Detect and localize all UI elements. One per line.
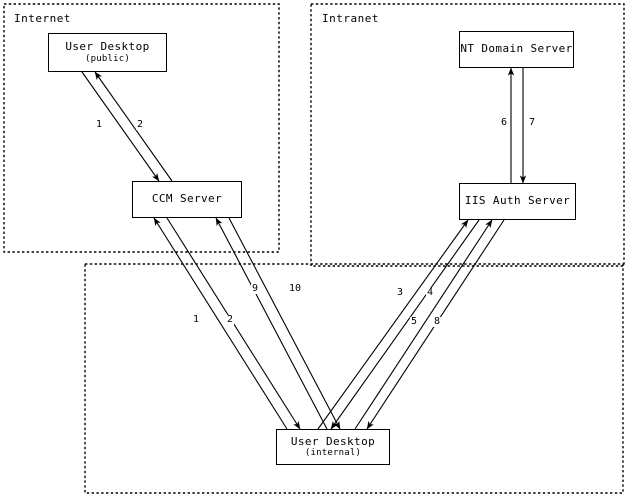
node-nt-domain-server[interactable]: NT Domain Server — [459, 31, 574, 68]
zone-intranet-box — [310, 3, 625, 267]
edge-1b-line — [153, 217, 288, 430]
node-user-desktop-public-subtitle: (public) — [85, 53, 130, 64]
edge-label-4: 4 — [426, 287, 435, 298]
node-user-desktop-internal[interactable]: User Desktop (internal) — [276, 429, 390, 465]
zone-internal-box — [84, 263, 624, 494]
edge-label-2: 2 — [136, 119, 145, 130]
edge-label-1: 1 — [95, 119, 104, 130]
edge-lines — [81, 67, 527, 430]
node-iis-auth-server[interactable]: IIS Auth Server — [459, 183, 576, 220]
node-ccm-server[interactable]: CCM Server — [132, 181, 242, 218]
node-iis-auth-server-title: IIS Auth Server — [464, 194, 571, 208]
edge-5-line — [354, 219, 493, 430]
node-user-desktop-public-title: User Desktop — [65, 40, 150, 54]
edge-label-2b: 2 — [226, 314, 235, 325]
node-user-desktop-internal-title: User Desktop — [290, 434, 376, 448]
edge-label-6: 6 — [500, 117, 509, 128]
edge-label-3: 3 — [396, 287, 405, 298]
edge-4-line — [330, 219, 480, 430]
edge-label-10: 10 — [288, 283, 303, 294]
edge-label-1b: 1 — [192, 314, 201, 325]
node-user-desktop-public[interactable]: User Desktop (public) — [48, 33, 167, 72]
zone-label-intranet: Intranet — [322, 12, 379, 25]
edge-9-line — [215, 217, 328, 430]
edge-1-line — [81, 71, 160, 182]
node-nt-domain-server-title: NT Domain Server — [460, 42, 573, 56]
zone-internet-box — [3, 3, 280, 253]
zone-boundaries — [3, 3, 625, 494]
edge-10-line — [228, 217, 341, 430]
node-user-desktop-internal-subtitle: (internal) — [304, 448, 362, 459]
edge-3-line — [317, 219, 469, 430]
edge-2-line — [94, 71, 173, 182]
zone-label-internet: Internet — [14, 12, 71, 25]
edge-label-7: 7 — [528, 117, 537, 128]
edge-label-5: 5 — [410, 316, 419, 327]
node-ccm-server-title: CCM Server — [151, 192, 223, 206]
edge-label-8: 8 — [433, 316, 442, 327]
edge-label-9: 9 — [251, 283, 260, 294]
